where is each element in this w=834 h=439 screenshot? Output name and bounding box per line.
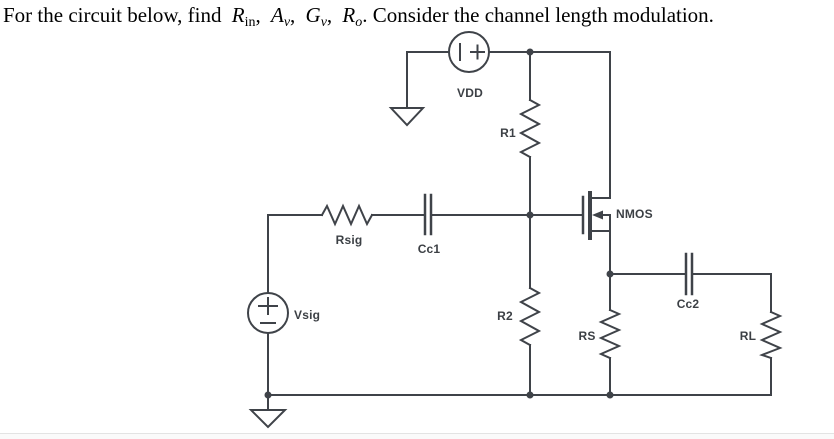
label-vdd: VDD	[457, 86, 483, 100]
title-segment: o	[355, 15, 363, 30]
nmos-transistor-icon	[581, 191, 611, 240]
label-rl: RL	[739, 329, 757, 343]
title-segment: ,	[290, 3, 301, 27]
capacitor-cc2	[684, 252, 694, 296]
resistor-rl	[759, 310, 783, 360]
title-segment: R	[342, 3, 356, 27]
junction-dots	[264, 48, 614, 399]
wires	[267, 51, 772, 411]
title-segment: v	[283, 15, 291, 30]
title-segment: ,	[255, 3, 266, 27]
title-segment: R	[231, 3, 245, 27]
capacitor-cc1	[423, 193, 433, 236]
resistor-rsig	[320, 203, 374, 227]
ground-icon-bottom	[248, 409, 288, 429]
label-nmos: NMOS	[616, 207, 653, 221]
label-rsig: Rsig	[335, 233, 363, 247]
title-segment: For the circuit below, find	[3, 3, 227, 27]
resistor-r2	[518, 286, 542, 347]
title-segment: A	[270, 3, 284, 27]
label-r2: R2	[497, 309, 513, 323]
page-bottom-divider	[0, 433, 834, 439]
title-segment: in	[244, 15, 256, 30]
title-segment: ,	[326, 3, 338, 27]
label-rs: RS	[578, 329, 596, 343]
title-segment: . Consider the channel length modulation…	[362, 3, 714, 27]
label-cc2: Cc2	[676, 297, 700, 311]
title-segment: v	[320, 15, 327, 30]
vsig-source-icon	[247, 292, 289, 334]
question-text: For the circuit below, find Rin, Av, Gv,…	[3, 0, 834, 32]
resistor-r1	[518, 98, 542, 159]
ground-icon-top	[388, 107, 426, 127]
label-r1: R1	[500, 126, 516, 140]
resistor-rs	[598, 308, 622, 360]
title-segment: G	[305, 3, 321, 27]
label-vsig: Vsig	[294, 308, 321, 322]
vdd-source-icon	[448, 31, 490, 73]
label-cc1: Cc1	[417, 242, 441, 256]
